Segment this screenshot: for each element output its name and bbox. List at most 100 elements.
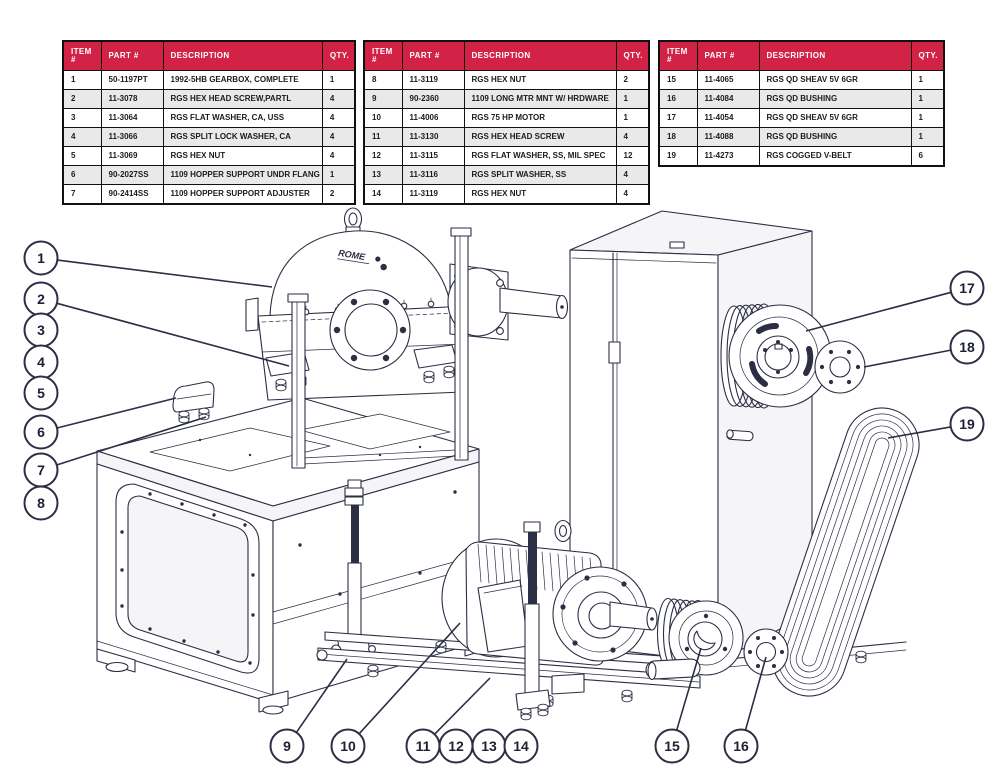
callout-balloon-9: 9 xyxy=(269,728,305,764)
callout-balloon-18: 18 xyxy=(949,329,985,365)
rome-logo: ROME xyxy=(337,248,387,271)
cell: 6 xyxy=(62,165,102,185)
callout-leader-10 xyxy=(358,622,461,735)
callout-balloon-12: 12 xyxy=(438,728,474,764)
column-header: QTY. xyxy=(321,40,356,71)
cell: RGS QD BUSHING xyxy=(758,127,912,147)
callout-balloon-6: 6 xyxy=(23,414,59,450)
cell: 4 xyxy=(321,89,356,109)
sheave-17 xyxy=(720,303,832,409)
svg-text:5: 5 xyxy=(37,385,45,401)
callout-leader-6 xyxy=(56,397,177,429)
svg-text:4: 4 xyxy=(37,354,45,370)
callout-balloon-13: 13 xyxy=(471,728,507,764)
cell: 90-2027SS xyxy=(100,165,164,185)
callout-leader-18 xyxy=(863,349,951,368)
callout-leader-7 xyxy=(56,416,207,466)
cell: 11-3116 xyxy=(401,165,465,185)
cell: RGS QD BUSHING xyxy=(758,89,912,109)
callout-balloon-16: 16 xyxy=(723,728,759,764)
panel-bolts xyxy=(120,492,255,665)
svg-text:13: 13 xyxy=(481,738,497,754)
callout-leader-1 xyxy=(57,259,273,288)
column-header: PART # xyxy=(100,40,164,71)
callout-balloon-8: 8 xyxy=(23,485,59,521)
column-header: DESCRIPTION xyxy=(463,40,617,71)
cabinet-handle xyxy=(726,429,754,442)
cell: 6 xyxy=(910,146,945,167)
svg-text:19: 19 xyxy=(959,416,975,432)
svg-text:9: 9 xyxy=(283,738,291,754)
svg-text:15: 15 xyxy=(664,738,680,754)
column-header: DESCRIPTION xyxy=(758,40,912,71)
column-header: PART # xyxy=(401,40,465,71)
cell: RGS SPLIT LOCK WASHER, CA xyxy=(162,127,323,147)
callout-leader-19 xyxy=(887,426,951,439)
cell: 2 xyxy=(321,184,356,205)
cell: 11-3066 xyxy=(100,127,164,147)
cell: 11-4273 xyxy=(696,146,760,167)
cell: 4 xyxy=(615,184,650,205)
cell: 16 xyxy=(658,89,698,109)
cell: RGS SPLIT WASHER, SS xyxy=(463,165,617,185)
cell: 1109 HOPPER SUPPORT UNDR FLANG xyxy=(162,165,323,185)
v-belt-19 xyxy=(771,407,920,697)
bushing-16 xyxy=(743,628,789,676)
cell: RGS HEX HEAD SCREW xyxy=(463,127,617,147)
cell: 1109 HOPPER SUPPORT ADJUSTER xyxy=(162,184,323,205)
cell: 1 xyxy=(910,108,945,128)
cell: 7 xyxy=(62,184,102,205)
svg-text:12: 12 xyxy=(448,738,464,754)
cell: 4 xyxy=(615,165,650,185)
cell: 11-4088 xyxy=(696,127,760,147)
cell: 13 xyxy=(363,165,403,185)
column-header: QTY. xyxy=(910,40,945,71)
callout-leader-11 xyxy=(434,677,491,735)
svg-text:14: 14 xyxy=(513,738,529,754)
callout-balloon-4: 4 xyxy=(23,344,59,380)
svg-text:ROME: ROME xyxy=(338,248,367,262)
svg-text:17: 17 xyxy=(959,280,975,296)
column-header: ITEM # xyxy=(363,40,403,71)
callout-balloon-1: 1 xyxy=(23,240,59,276)
callout-balloon-11: 11 xyxy=(405,728,441,764)
callout-leader-16 xyxy=(744,656,767,731)
svg-text:18: 18 xyxy=(959,339,975,355)
cell: RGS COGGED V-BELT xyxy=(758,146,912,167)
cell: 19 xyxy=(658,146,698,167)
svg-text:7: 7 xyxy=(37,462,45,478)
callout-balloon-3: 3 xyxy=(23,312,59,348)
cell: 1 xyxy=(910,127,945,147)
cell: 2 xyxy=(62,89,102,109)
svg-text:6: 6 xyxy=(37,424,45,440)
cell: 18 xyxy=(658,127,698,147)
column-header: ITEM # xyxy=(658,40,698,71)
sheave-15 xyxy=(645,597,744,681)
cell: 1 xyxy=(321,165,356,185)
callout-balloon-15: 15 xyxy=(654,728,690,764)
svg-text:8: 8 xyxy=(37,495,45,511)
callout-balloon-14: 14 xyxy=(503,728,539,764)
callout-balloon-2: 2 xyxy=(23,281,59,317)
bushing-18 xyxy=(814,340,866,394)
callout-leader-15 xyxy=(675,647,702,731)
svg-text:11: 11 xyxy=(416,738,431,754)
adjuster-rod-right xyxy=(515,521,551,721)
cell: 1 xyxy=(910,89,945,109)
cell: 11-4084 xyxy=(696,89,760,109)
hopper-support-handle xyxy=(172,381,215,424)
svg-text:1: 1 xyxy=(37,250,45,266)
column-header: DESCRIPTION xyxy=(162,40,323,71)
gearbox-posts xyxy=(287,227,472,469)
callout-balloon-7: 7 xyxy=(23,452,59,488)
